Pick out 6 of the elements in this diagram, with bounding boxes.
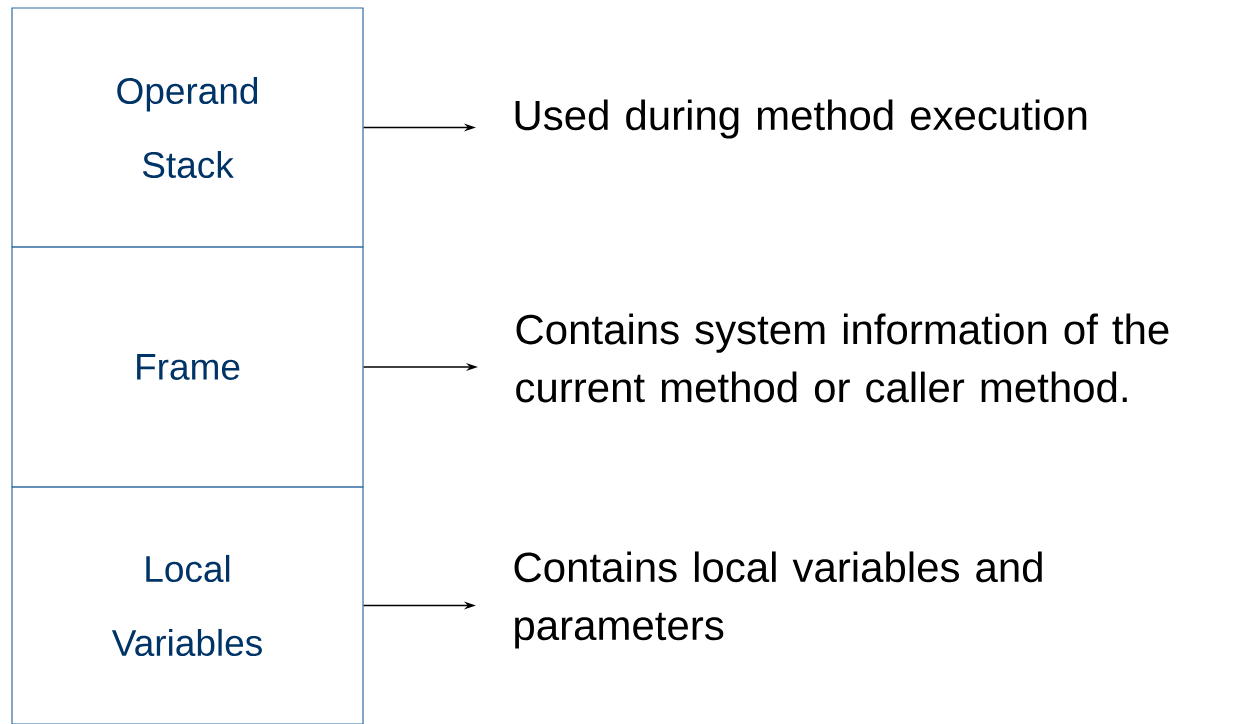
stack-box: Operand Stack bbox=[11, 7, 364, 248]
description-text: Contains system information of the current method or caller method. bbox=[516, 313, 1169, 403]
description-text: Contains local variables and parameters bbox=[514, 551, 1042, 649]
stack-box: Local Variables bbox=[11, 486, 364, 724]
description-text: Used during method execution bbox=[515, 99, 1087, 139]
stack-box: Frame bbox=[11, 246, 364, 488]
